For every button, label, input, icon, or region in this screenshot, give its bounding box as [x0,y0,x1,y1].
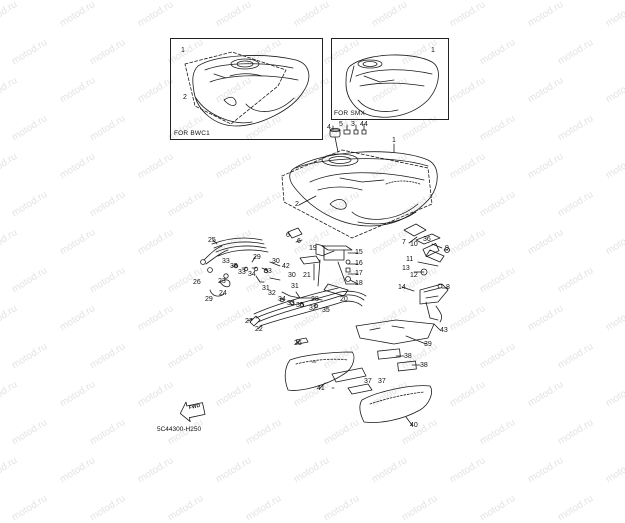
part-callout: 36 [423,236,431,243]
fuel-cock-drawing [403,223,450,323]
watermark-text: motod.ru [556,493,596,523]
part-callout: 31 [262,285,270,292]
part-callout: 30 [288,272,296,279]
part-callout: 18 [355,280,363,287]
part-callout: 2 [183,94,187,101]
part-callout: 4 [327,124,331,131]
watermark-text: motod.ru [88,493,128,523]
part-callout: 31 [291,283,299,290]
part-callout: 37 [364,378,372,385]
part-callout: 35 [296,302,304,309]
part-callout: 6 [297,238,301,245]
part-callout: 26 [193,279,201,286]
inset-bwc1-frame [170,38,323,140]
part-callout: 21 [303,272,311,279]
part-callout: 1 [181,47,185,54]
part-callout: 44 [360,121,368,128]
part-callout: 11 [406,256,414,263]
part-callout: 5 [339,121,343,128]
part-callout: 12 [410,272,418,279]
part-callout: 19 [309,245,317,252]
part-callout: 33 [222,258,230,265]
part-callout: 35 [322,307,330,314]
part-callout: 14 [398,284,406,291]
watermark-text: motod.ru [400,493,440,523]
fuel-tank-bwc1-drawing [192,55,310,127]
part-callout: 39 [424,341,432,348]
part-callout: 34 [278,296,286,303]
part-callout: 22 [255,326,263,333]
part-callout: 34 [248,271,256,278]
part-callout: 24 [219,290,227,297]
diagram-drawing [179,51,450,426]
part-callout: 33 [264,268,272,275]
part-callout: 3 [351,121,355,128]
part-callout: 32 [268,290,276,297]
damper-pads-drawing [284,319,435,423]
part-callout: 29 [205,296,213,303]
part-callout: 8 [446,284,450,291]
inset-smx-frame [331,38,449,120]
part-callout: 35 [230,263,238,270]
part-callout: 40 [410,422,418,429]
part-callout: 15 [355,249,363,256]
part-callout: 6 [286,232,290,239]
part-callout: 28 [311,296,319,303]
bracket-assembly-drawing [287,227,357,297]
part-callout: 17 [355,270,363,277]
part-callout: 7 [402,239,406,246]
part-callout: 20 [340,296,348,303]
part-callout: 10 [410,241,418,248]
part-callout: 33 [287,300,295,307]
part-callout: 33 [238,269,246,276]
watermark-text: motod.ru [322,493,362,523]
part-callout: 25 [208,237,216,244]
part-callout: 26 [294,340,302,347]
watermark-text: motod.ru [478,493,518,523]
front-arrow-drawing [179,401,206,423]
part-callout: 2 [295,201,299,208]
part-callout: 43 [440,327,448,334]
watermark-text: motod.ru [166,493,206,523]
part-callout: 38 [404,353,412,360]
part-callout: 38 [420,362,428,369]
hose-group-lower-drawing [249,287,367,327]
part-callout: 42 [282,263,290,270]
part-callout: 23 [218,278,226,285]
watermark-text: motod.ru [10,493,50,523]
part-callout: 1 [431,47,435,54]
part-callout: 13 [402,265,410,272]
watermark-text: motod.ru [244,493,284,523]
inset-smx-label: FOR SMX [334,110,366,117]
part-callout: 16 [355,260,363,267]
part-callout: 30 [272,258,280,265]
part-callout: 41 [317,385,325,392]
fuel-tank-smx-drawing [345,54,439,118]
part-callout: 27 [245,318,253,325]
diagram-code: 5C44300-H250 [157,426,202,433]
part-callout: 1 [392,137,396,144]
part-callout: 37 [378,378,386,385]
fuel-tank-main-drawing [289,151,438,227]
part-callout: 9 [445,245,449,252]
inset-bwc1-label: FOR BWC1 [174,130,210,137]
part-callout: 29 [253,254,261,261]
part-callout: 32 [309,305,317,312]
fuel-cap-drawing [329,124,367,153]
